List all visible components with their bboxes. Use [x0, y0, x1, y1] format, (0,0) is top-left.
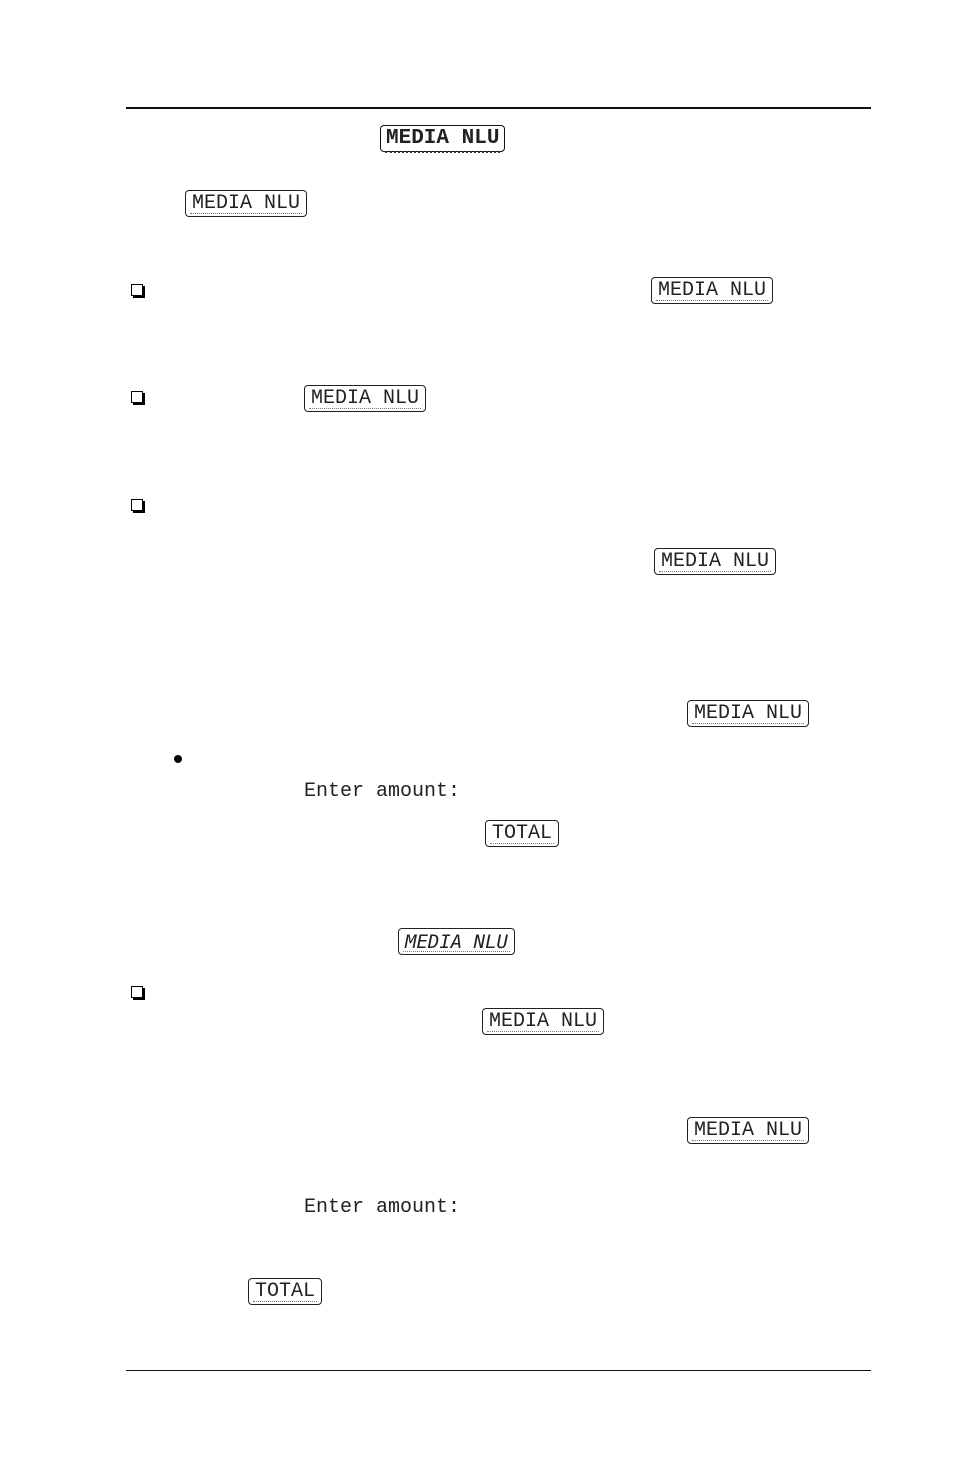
total-key: TOTAL [248, 1278, 323, 1305]
checkbox-bullet-icon [131, 499, 143, 511]
media-nlu-key: MEDIA NLU [651, 277, 774, 304]
checkbox-bullet-icon [131, 284, 143, 296]
media-nlu-key-italic: MEDIA NLU [398, 928, 515, 955]
checkbox-bullet-icon [131, 391, 143, 403]
media-nlu-key: MEDIA NLU [304, 385, 427, 412]
media-nlu-key: MEDIA NLU [482, 1008, 605, 1035]
media-nlu-key-heading: MEDIA NLU [380, 125, 506, 153]
media-nlu-key: MEDIA NLU [185, 190, 308, 217]
media-nlu-key: MEDIA NLU [654, 548, 777, 575]
media-nlu-key: MEDIA NLU [687, 700, 810, 727]
media-nlu-key: MEDIA NLU [687, 1117, 810, 1144]
header-rule [126, 107, 871, 109]
bullet-icon [174, 755, 182, 763]
enter-amount-prompt: Enter amount: [304, 1196, 461, 1219]
footer-rule [126, 1370, 871, 1371]
enter-amount-prompt: Enter amount: [304, 780, 461, 803]
total-key: TOTAL [485, 820, 560, 847]
checkbox-bullet-icon [131, 986, 143, 998]
